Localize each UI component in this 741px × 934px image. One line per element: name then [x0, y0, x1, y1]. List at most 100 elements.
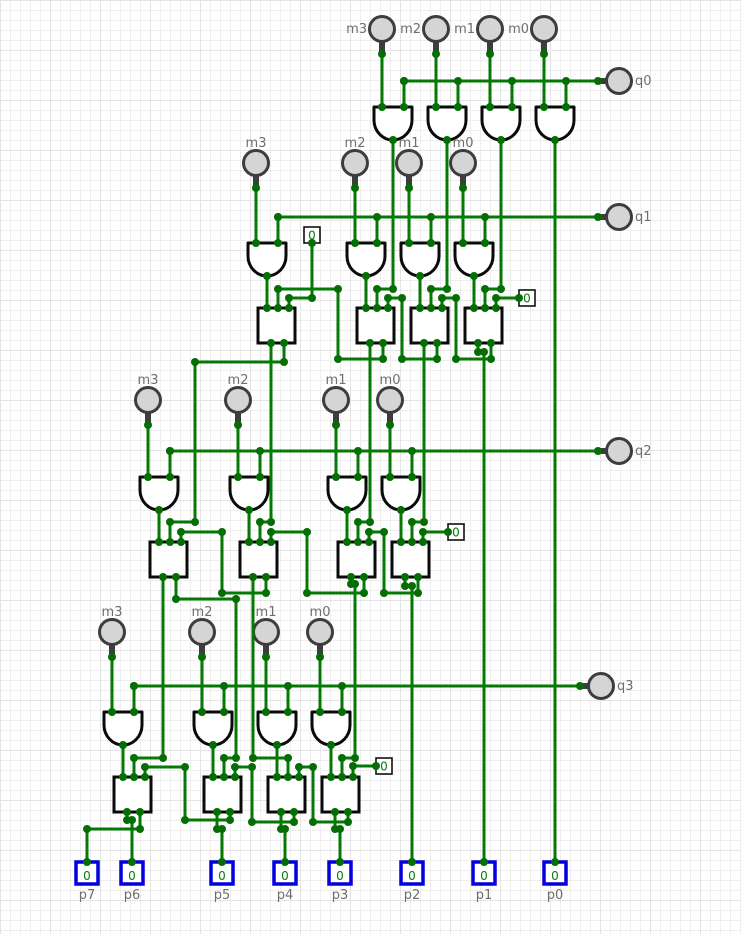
and-gate-row2-1[interactable] [246, 241, 288, 278]
and-gate-row4-2[interactable] [192, 710, 234, 747]
label-m3: m3 [138, 373, 159, 388]
wire-node [273, 773, 281, 781]
wire-node [136, 808, 144, 816]
adder-row3-3[interactable] [336, 540, 377, 579]
adder-row4-3[interactable] [266, 775, 307, 814]
wire-node [218, 589, 226, 597]
wire-node [327, 741, 335, 749]
wire-node [256, 538, 264, 546]
wire-node [398, 294, 406, 302]
output-value: 0 [336, 869, 344, 883]
wire-node [295, 763, 303, 771]
wire-node [351, 239, 359, 247]
input-pin-m1-row3[interactable] [322, 386, 350, 414]
wire-node [256, 447, 264, 455]
wire-node [562, 103, 570, 111]
wire-node [373, 239, 381, 247]
wire [403, 577, 414, 862]
input-pin-m0-row1[interactable] [530, 15, 558, 43]
input-pin-m3-row3[interactable] [134, 386, 162, 414]
wire-node [267, 339, 275, 347]
input-pin-m3-row1[interactable] [368, 15, 396, 43]
and-gate-row2-4[interactable] [453, 241, 495, 278]
input-pin-m1-row2[interactable] [395, 149, 423, 177]
and-gate-row1-4[interactable] [534, 105, 576, 142]
wire [333, 812, 342, 862]
adder-row3-1[interactable] [148, 540, 189, 579]
wire-node [220, 708, 228, 716]
wire-node [414, 589, 422, 597]
input-pin-m0-row2[interactable] [449, 149, 477, 177]
wire-node [130, 708, 138, 716]
wire-node [354, 538, 362, 546]
input-pin-m2-row4[interactable] [188, 618, 216, 646]
wire-node [378, 103, 386, 111]
wire-node [416, 272, 424, 280]
wire-node [515, 294, 523, 302]
adder-row4-4[interactable] [320, 775, 361, 814]
wire [375, 140, 395, 308]
input-pin-m1-row4[interactable] [252, 618, 280, 646]
adder-row2-1[interactable] [256, 306, 297, 345]
adder-row3-4[interactable] [390, 540, 431, 579]
and-gate-row4-4[interactable] [310, 710, 352, 747]
wire-node [231, 773, 239, 781]
wire [279, 812, 287, 862]
input-pin-m3-row2[interactable] [242, 149, 270, 177]
wire-node [594, 77, 602, 85]
input-pin-q2[interactable] [605, 437, 633, 465]
label-m1: m1 [326, 373, 347, 388]
wire-node [474, 339, 482, 347]
wire-node [408, 858, 416, 866]
output-value: 0 [480, 869, 488, 883]
wire-node [232, 754, 240, 762]
and-gate-row2-3[interactable] [399, 241, 441, 278]
adder-row2-3[interactable] [409, 306, 450, 345]
and-gate-row1-3[interactable] [480, 105, 522, 142]
wire-node [354, 518, 362, 526]
wire-node [285, 304, 293, 312]
adder-row2-4[interactable] [463, 306, 504, 345]
adder-row2-2[interactable] [355, 306, 396, 345]
wire-node [454, 77, 462, 85]
and-gate-row4-1[interactable] [102, 710, 144, 747]
and-gate-row4-3[interactable] [256, 710, 298, 747]
and-gate-row3-4[interactable] [380, 475, 422, 512]
wire [251, 577, 290, 777]
wire-node [290, 808, 298, 816]
label-m2: m2 [192, 605, 213, 620]
and-gate-row3-2[interactable] [228, 475, 270, 512]
adder-row4-2[interactable] [202, 775, 243, 814]
label-m0: m0 [508, 22, 529, 37]
wire-node [262, 653, 270, 661]
label-q1: q1 [635, 210, 652, 225]
wire-node [362, 272, 370, 280]
input-pin-m2-row2[interactable] [341, 149, 369, 177]
and-gate-row3-1[interactable] [138, 475, 180, 512]
wire-node [181, 763, 189, 771]
wire-node [397, 538, 405, 546]
wire-node [452, 355, 460, 363]
input-pin-m0-row3[interactable] [376, 386, 404, 414]
and-gate-row3-3[interactable] [326, 475, 368, 512]
input-pin-m3-row4[interactable] [98, 618, 126, 646]
adder-row4-1[interactable] [112, 775, 153, 814]
input-pin-q0[interactable] [605, 67, 633, 95]
wire-node [274, 285, 282, 293]
input-pin-q3[interactable] [587, 672, 615, 700]
input-pin-q1[interactable] [605, 203, 633, 231]
wire-node [123, 808, 131, 816]
input-pin-m0-row4[interactable] [306, 618, 334, 646]
input-pin-m2-row3[interactable] [224, 386, 252, 414]
adder-row3-2[interactable] [238, 540, 279, 579]
wire-node [249, 573, 257, 581]
wire-node [226, 808, 234, 816]
and-gate-row2-2[interactable] [345, 241, 387, 278]
input-pin-m1-row1[interactable] [476, 15, 504, 43]
wire-node [284, 682, 292, 690]
label-q2: q2 [635, 444, 652, 459]
wire-node [343, 538, 351, 546]
input-pin-m2-row1[interactable] [422, 15, 450, 43]
